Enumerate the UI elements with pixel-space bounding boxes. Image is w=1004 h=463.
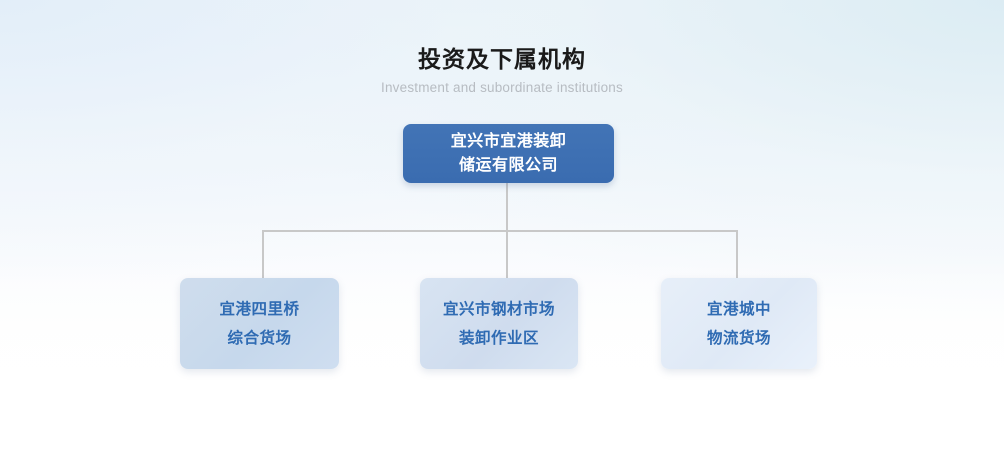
- org-node-child-2[interactable]: 宜兴市钢材市场 装卸作业区: [420, 278, 578, 369]
- page-subtitle: Investment and subordinate institutions: [381, 80, 623, 95]
- org-node-child-1-line-2: 综合货场: [227, 329, 292, 347]
- org-node-child-1-line-1: 宜港四里桥: [219, 300, 300, 318]
- org-node-child-3[interactable]: 宜港城中 物流货场: [661, 278, 817, 369]
- org-node-child-2-line-2: 装卸作业区: [458, 329, 539, 347]
- org-node-root-line-2: 储运有限公司: [458, 156, 558, 174]
- section-heading: 投资及下属机构 Investment and subordinate insti…: [0, 44, 1004, 97]
- org-node-root-line-1: 宜兴市宜港装卸: [450, 132, 567, 150]
- org-node-root[interactable]: 宜兴市宜港装卸 储运有限公司: [403, 124, 614, 183]
- page-title: 投资及下属机构: [418, 46, 586, 72]
- org-node-child-3-line-1: 宜港城中: [706, 300, 771, 318]
- org-node-child-2-line-1: 宜兴市钢材市场: [442, 300, 555, 318]
- org-node-child-1[interactable]: 宜港四里桥 综合货场: [180, 278, 339, 369]
- org-node-child-3-line-2: 物流货场: [706, 329, 771, 347]
